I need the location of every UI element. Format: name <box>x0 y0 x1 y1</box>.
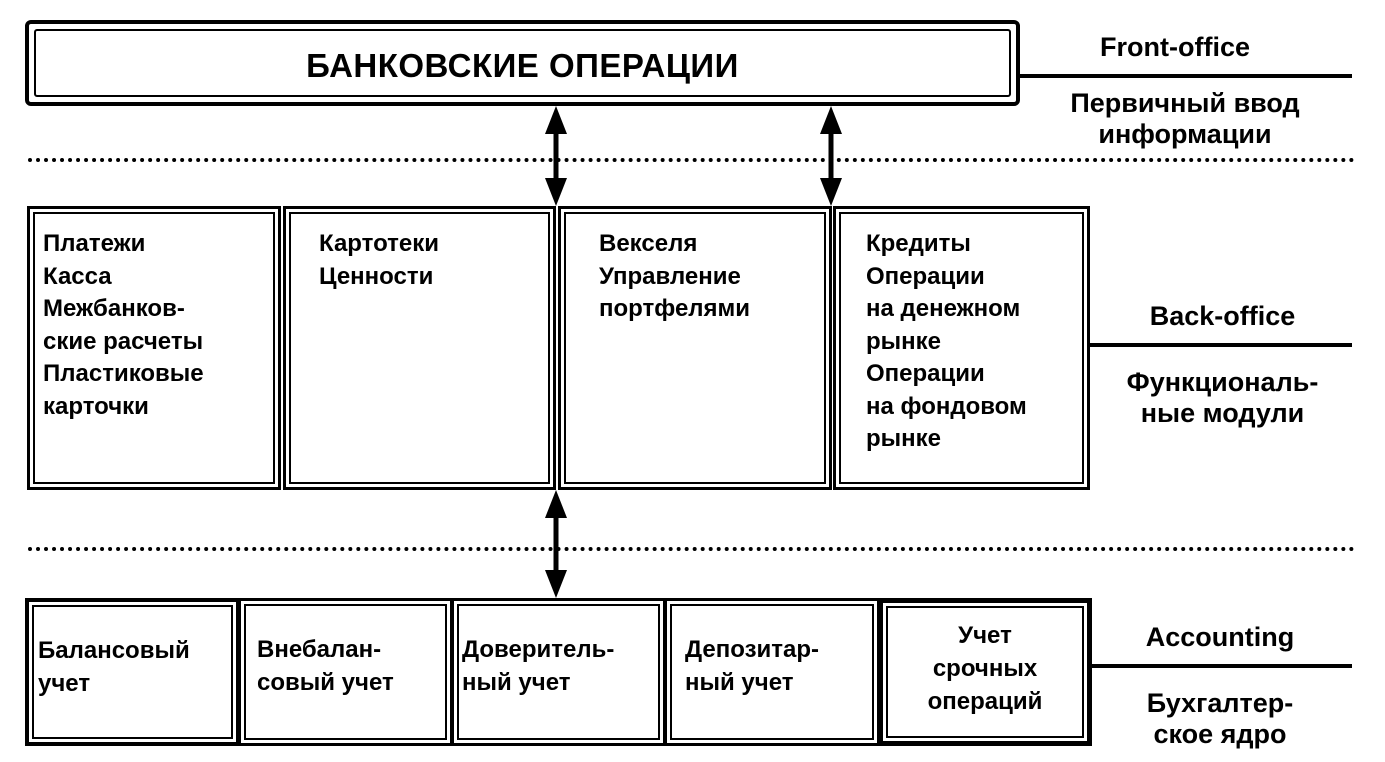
module-payments-text: Платежи Касса Межбанков- ские расчеты Пл… <box>43 230 204 420</box>
module-inner-border <box>564 212 826 484</box>
module-inner-border <box>33 212 275 484</box>
arrow-front-to-bills <box>545 106 567 206</box>
arrow-front-to-credits <box>820 106 842 206</box>
back-office-rule <box>1090 343 1352 347</box>
back-office-label: Back-office <box>1149 301 1296 331</box>
module-credits-text: Кредиты Операции на денежном рынке Опера… <box>866 230 1027 452</box>
accounting-off-balance-text: Внебалан- совый учет <box>257 636 394 696</box>
accounting-description: Бухгалтер- ское ядро <box>1146 688 1294 749</box>
module-inner-border <box>32 605 233 739</box>
accounting-rule <box>1090 664 1352 668</box>
accounting-label: Accounting <box>1145 622 1295 652</box>
front-office-label: Front-office <box>1100 32 1250 62</box>
accounting-balance-box: Балансовый учет <box>25 598 240 746</box>
separator-front-back <box>28 158 1355 162</box>
module-bills-box: Векселя Управление портфелями <box>558 206 832 490</box>
module-inner-border <box>886 606 1084 738</box>
module-inner-border <box>457 604 660 740</box>
separator-back-accounting <box>28 547 1355 551</box>
module-payments-box: Платежи Касса Межбанков- ские расчеты Пл… <box>27 206 281 490</box>
module-credits-box: Кредиты Операции на денежном рынке Опера… <box>833 206 1090 490</box>
accounting-depository-text: Депозитар- ный учет <box>685 636 820 696</box>
accounting-forward-ops-box: Учет срочных операций <box>878 598 1092 746</box>
banking-operations-title: БАНКОВСКИЕ ОПЕРАЦИИ <box>306 47 739 84</box>
accounting-depository-box: Депозитар- ный учет <box>664 598 880 746</box>
front-office-description: Первичный ввод информации <box>1070 88 1300 149</box>
accounting-balance-text: Балансовый учет <box>38 637 190 697</box>
module-inner-border <box>289 212 550 484</box>
accounting-trust-text: Доверитель- ный учет <box>462 636 615 696</box>
module-bills-text: Векселя Управление портфелями <box>599 230 751 322</box>
accounting-trust-box: Доверитель- ный учет <box>451 598 666 746</box>
module-card-files-box: Картотеки Ценности <box>283 206 556 490</box>
front-office-rule <box>1020 74 1352 78</box>
banking-operations-box: БАНКОВСКИЕ ОПЕРАЦИИ <box>25 20 1020 106</box>
back-office-description: Функциональ- ные модули <box>1126 367 1319 428</box>
module-inner-border <box>670 604 874 740</box>
module-inner-border <box>244 604 447 740</box>
module-card-files-text: Картотеки Ценности <box>319 230 439 290</box>
arrow-back-to-accounting <box>545 490 567 598</box>
banking-operations-inner-border <box>34 29 1011 97</box>
module-inner-border <box>839 212 1084 484</box>
accounting-forward-ops-text: Учет срочных операций <box>927 622 1043 715</box>
